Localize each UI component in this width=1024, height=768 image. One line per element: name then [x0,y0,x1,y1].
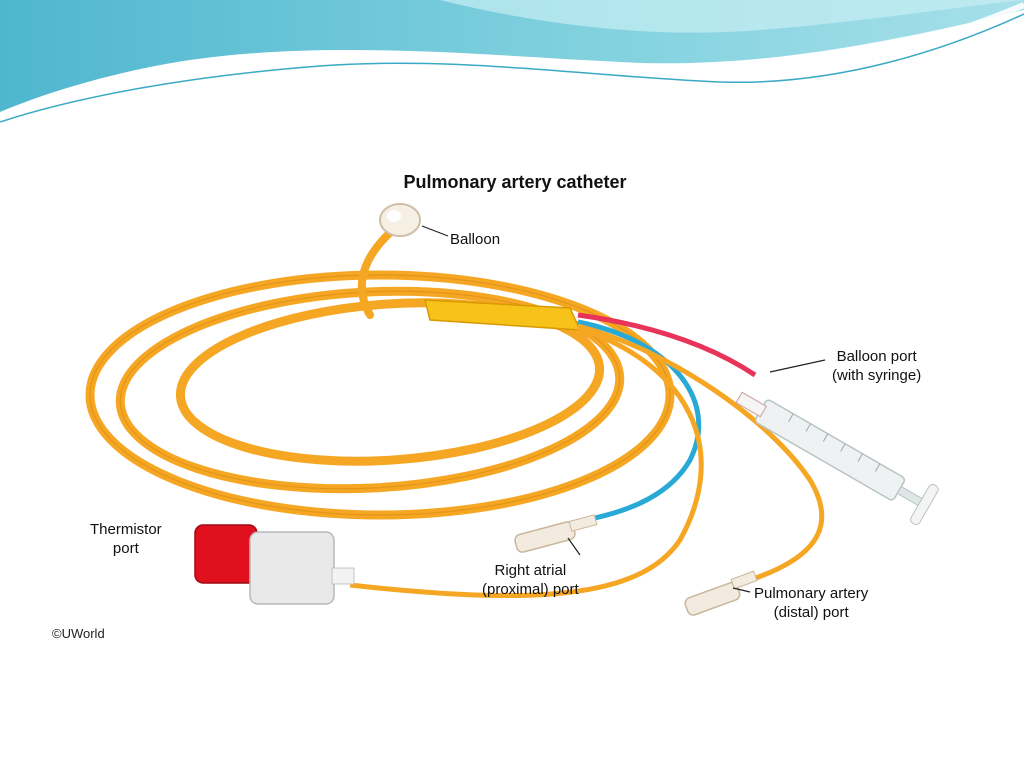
balloon-icon [379,203,421,237]
right-atrial-port-icon [514,514,598,553]
right-atrial-label-line1: Right atrial [494,562,567,579]
right-atrial-label-line2: (proximal) port [482,581,579,598]
balloon-label: Balloon [450,231,501,248]
syringe-icon [735,391,939,526]
slide-header-wave [0,0,1024,123]
catheter-illustration [85,203,939,616]
thermistor-label-line1: Thermistor [90,521,162,538]
pulmonary-artery-label-line2: (distal) port [773,604,849,621]
pulmonary-artery-label-line1: Pulmonary artery [754,585,869,602]
thermistor-label-line2: port [112,540,139,557]
figure-title: Pulmonary artery catheter [403,172,627,192]
catheter-coil-inner [175,298,605,466]
copyright-text: ©UWorld [52,626,105,641]
pulmonary-distal-port-icon [684,570,758,616]
pulmonary-artery-label: Pulmonary artery (distal) port [754,584,868,622]
catheter-figure: Pulmonary artery catheter Balloon Balloo… [50,150,980,655]
thermistor-port-icon [194,524,355,605]
balloon-port-label-line2: (with syringe) [832,367,922,384]
right-atrial-label: Right atrial (proximal) port [482,561,579,599]
thermistor-label: Thermistor port [90,520,162,558]
balloon-port-label-line1: Balloon port [836,348,917,365]
balloon-port-label: Balloon port (with syringe) [832,347,921,385]
balloon-tip-tube [357,224,399,319]
